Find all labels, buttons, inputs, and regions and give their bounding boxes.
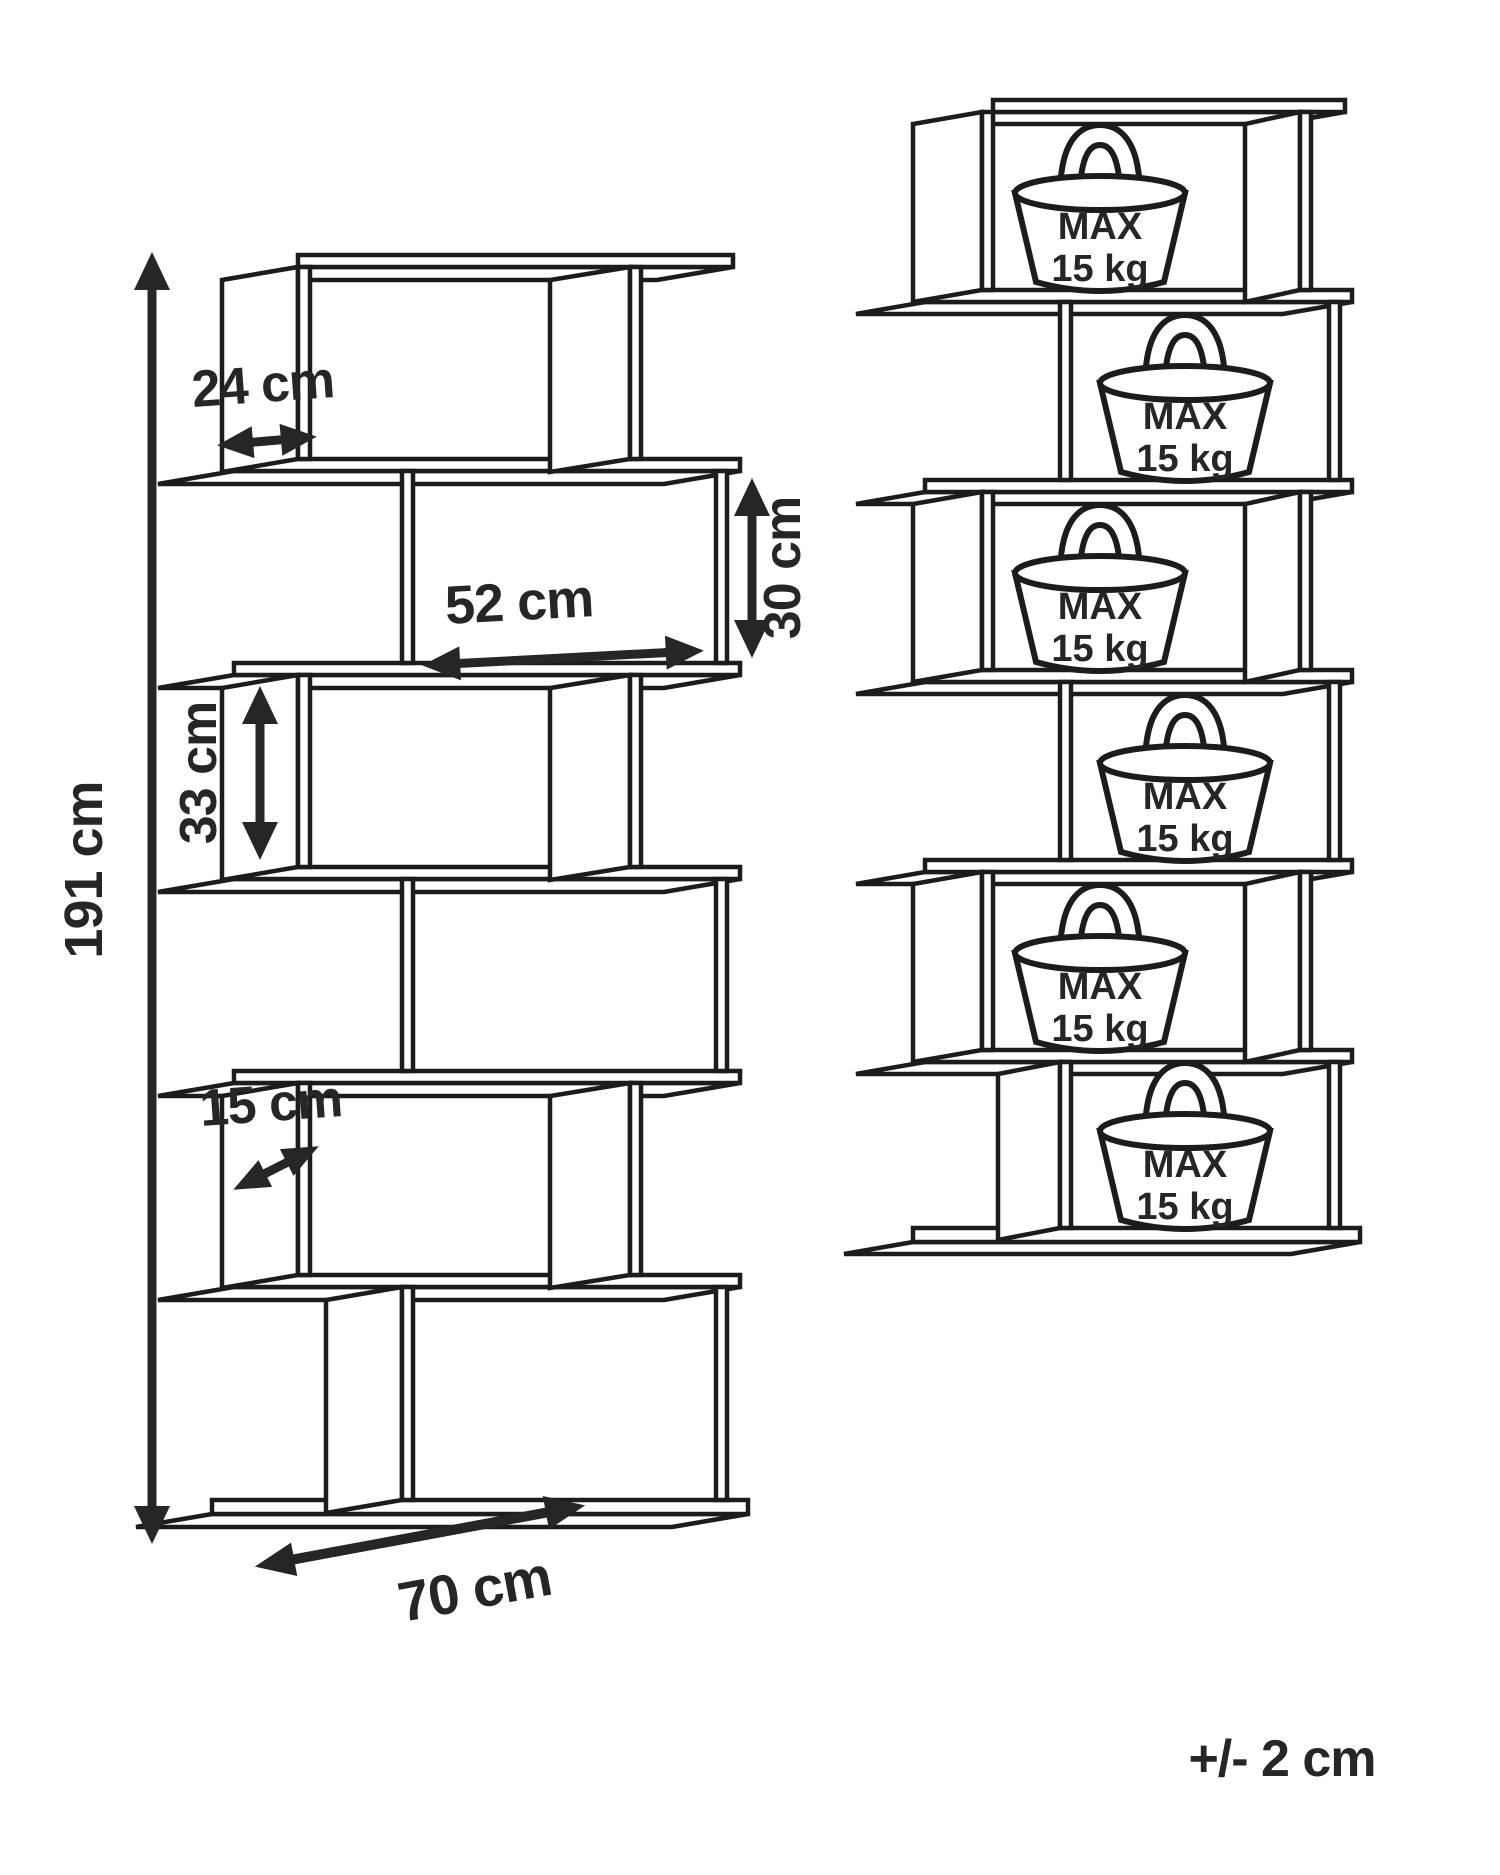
base-board [209, 1497, 751, 1517]
divider-depth [1242, 489, 1303, 685]
divider-panel [627, 264, 644, 462]
right-shelf-drawing: MAX 15 kg MAX 15 kg MAX 15 kg MAX 15 kg [843, 97, 1363, 1257]
arrowhead-up-icon [734, 478, 770, 516]
divider-panel [1297, 109, 1314, 293]
max-load-line2: 15 kg [1051, 248, 1148, 290]
side-panel [295, 672, 313, 870]
divider-depth [1242, 109, 1303, 305]
divider-panel [627, 672, 644, 870]
side-panel-depth [910, 869, 985, 1065]
side-panel [713, 1284, 730, 1503]
side-panel [295, 1080, 313, 1278]
max-load-line2: 15 kg [1136, 818, 1233, 860]
side-panel-depth [910, 109, 985, 305]
inner-width-label: 52 cm [444, 568, 595, 636]
max-load-line2: 15 kg [1136, 438, 1233, 480]
arrowhead-up-icon [242, 686, 278, 724]
max-load-line1: MAX [1058, 586, 1143, 628]
max-load-line1: MAX [1058, 206, 1143, 248]
side-panel-depth [910, 489, 985, 685]
side-panel [1326, 299, 1343, 483]
arrowhead-down-icon [734, 620, 770, 658]
divider-panel [1297, 489, 1314, 673]
bottom-depth-label: 15 cm [198, 1070, 344, 1138]
shelf-board [231, 1068, 743, 1086]
divider-panel [1057, 299, 1074, 483]
arrowhead-up-icon [134, 252, 170, 290]
weight-icon: MAX 15 kg [1011, 121, 1189, 294]
arrowhead-down-icon [134, 1506, 170, 1544]
side-panel [713, 468, 730, 666]
top-depth-label: 24 cm [190, 351, 336, 419]
divider-panel [399, 876, 416, 1074]
max-load-line2: 15 kg [1051, 1008, 1148, 1050]
max-load-line1: MAX [1058, 966, 1143, 1008]
inner-width-arrow [422, 635, 704, 681]
side-panel [295, 264, 313, 462]
top-depth-arrow [217, 423, 317, 459]
side-panel [979, 489, 996, 673]
divider-depth [323, 1284, 405, 1516]
divider-panel [1297, 869, 1314, 1053]
base-board [910, 1225, 1363, 1245]
side-panel [979, 869, 996, 1053]
divider-panel [1057, 1059, 1074, 1231]
max-load-line2: 15 kg [1136, 1186, 1233, 1228]
width-dimension-label: 70 cm [393, 1544, 556, 1634]
shelf-board [922, 477, 1355, 495]
top-board [990, 97, 1348, 115]
max-load-line1: MAX [1143, 776, 1228, 818]
divider-panel [399, 1284, 416, 1503]
weight-icon: MAX 15 kg [1096, 691, 1274, 864]
weight-icon: MAX 15 kg [1011, 501, 1189, 674]
divider-depth [995, 1059, 1063, 1243]
max-load-line2: 15 kg [1051, 628, 1148, 670]
max-load-line1: MAX [1143, 1144, 1228, 1186]
divider-panel [627, 1080, 644, 1278]
weight-icon: MAX 15 kg [1011, 881, 1189, 1054]
bottom-depth-arrow [233, 1146, 319, 1190]
side-panel [1326, 1059, 1343, 1231]
weight-icon: MAX 15 kg [1096, 311, 1274, 484]
max-load-line1: MAX [1143, 396, 1228, 438]
top-board [295, 252, 736, 270]
divider-depth [1242, 869, 1303, 1065]
height-dimension-label: 191 cm [54, 781, 114, 958]
divider-panel [399, 468, 416, 666]
divider-depth [547, 264, 633, 475]
arrowhead-down-icon [242, 822, 278, 860]
divider-depth [547, 672, 633, 883]
side-panel [979, 109, 996, 293]
tolerance-label: +/- 2 cm [1188, 1730, 1375, 1788]
divider-depth [547, 1080, 633, 1291]
side-panel [1326, 679, 1343, 863]
shelf-board [922, 857, 1355, 875]
width-arrow [254, 1495, 586, 1577]
dimension-annotations: 191 cm 24 cm 52 cm 30 cm 33 cm 15 cm [54, 252, 812, 1634]
weight-icon: MAX 15 kg [1096, 1059, 1274, 1232]
panel-height-label: 33 cm [170, 702, 228, 844]
side-panel [713, 876, 730, 1074]
inner-height-label: 30 cm [754, 497, 812, 639]
left-shelf-drawing [135, 252, 751, 1530]
divider-panel [1057, 679, 1074, 863]
